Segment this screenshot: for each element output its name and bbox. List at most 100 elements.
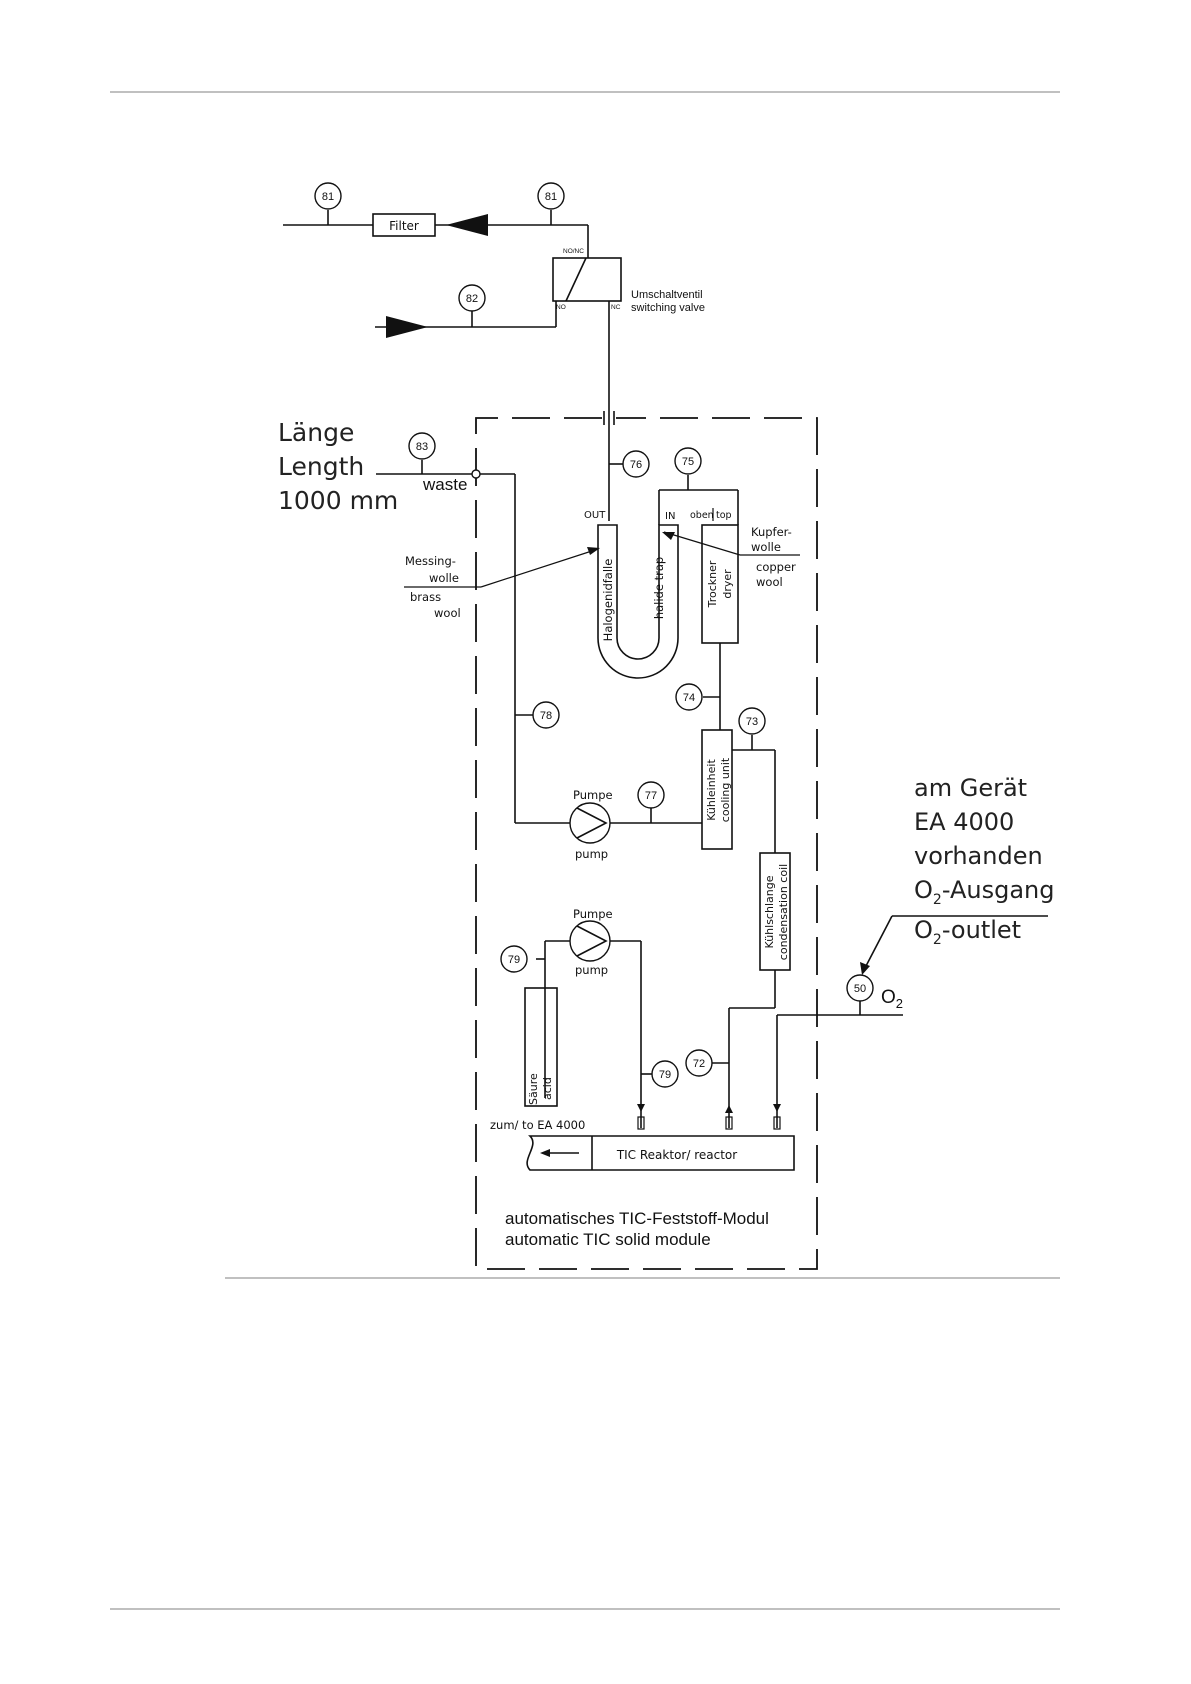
u-tube <box>597 524 679 679</box>
pumpe-label-1: Pumpe <box>573 788 613 802</box>
valve-body <box>552 257 622 302</box>
o2-label: O2 <box>881 987 903 1011</box>
node-marker <box>500 945 528 973</box>
kuehl-label-2: cooling unit <box>719 757 732 822</box>
valve-no-label: NO <box>556 304 566 311</box>
node-marker <box>622 450 650 478</box>
filter-line: Filter <box>283 210 589 258</box>
schlange-label-2: condensation coil <box>777 864 790 960</box>
pump-label-1: pump <box>575 847 608 861</box>
length-label: Length <box>278 452 364 481</box>
junction <box>471 469 481 479</box>
reactor-label: TIC Reaktor/ reactor <box>616 1148 737 1162</box>
node-label: 78 <box>540 710 552 722</box>
o2-outlet-label: O2-outlet <box>914 916 1021 948</box>
node-marker <box>408 432 436 460</box>
oben-label: oben <box>690 510 714 521</box>
pump-upper <box>569 802 611 844</box>
pumpe-label-2: Pumpe <box>573 907 613 921</box>
dryer: Trockner dryer <box>701 524 739 644</box>
pump-lower <box>569 920 611 962</box>
kuehl-label-1: Kühleinheit <box>705 759 718 821</box>
o2-ausgang-label: O2-Ausgang <box>914 876 1054 908</box>
upper-pump-loop: Pumpe pump <box>515 714 702 861</box>
in-label: IN <box>665 511 675 522</box>
node-marker <box>314 182 342 210</box>
copper-label-1: copper <box>756 560 796 574</box>
lower-pump-loop: Pumpe pump Säure acid <box>524 907 652 1130</box>
halide-label: halide trap <box>652 557 666 619</box>
pump-label-2: pump <box>575 963 608 977</box>
mm-label: 1000 mm <box>278 486 398 515</box>
node-label: 81 <box>322 191 334 203</box>
node-marker <box>674 447 702 475</box>
acid-label: acid <box>541 1077 554 1100</box>
saeure-label: Säure <box>527 1073 540 1105</box>
valve-label-de: Umschaltventil <box>631 289 703 301</box>
node-label: 82 <box>466 293 478 305</box>
node-label: 73 <box>746 716 758 728</box>
vorhanden-label: vorhanden <box>914 842 1043 870</box>
node-marker <box>651 1060 679 1088</box>
node-label: 74 <box>683 692 695 704</box>
node-label: 77 <box>645 790 657 802</box>
node-marker <box>458 284 486 312</box>
o2-outlet-callout: am Gerät EA 4000 vorhanden O2-Ausgang O2… <box>860 774 1054 975</box>
am-geraet-label: am Gerät <box>914 774 1027 802</box>
module-label-en: automatic TIC solid module <box>505 1230 711 1249</box>
acid-vessel <box>524 987 558 1107</box>
node-marker <box>675 683 703 711</box>
kupfer-label-2: wolle <box>751 540 781 554</box>
reactor-body <box>526 1135 795 1171</box>
node-marker <box>637 781 665 809</box>
valve-label-en: switching valve <box>631 302 705 314</box>
halide-trap: OUT IN Halogenidfalle halide trap <box>584 510 679 679</box>
out-label: OUT <box>584 510 606 521</box>
reactor-out-arrow <box>540 1149 550 1157</box>
messing-label-1: Messing- <box>405 554 456 568</box>
module-border <box>475 417 818 1270</box>
valve-nonc-label: NO/NC <box>563 248 584 255</box>
o2-inlet: O2 <box>773 987 903 1130</box>
node-label: 81 <box>545 191 557 203</box>
flow-arrow-right <box>386 316 428 338</box>
brass-label-2: wool <box>434 606 461 620</box>
node-marker <box>846 974 874 1002</box>
dryer-label: dryer <box>721 569 734 599</box>
node-markers: 81 81 82 83 76 75 74 73 78 77 79 79 72 5… <box>314 182 874 1088</box>
length-callout: Länge Length 1000 mm <box>278 418 398 515</box>
node-label: 75 <box>682 456 694 468</box>
dryer-feed: oben top <box>658 475 739 525</box>
filter-label: Filter <box>389 219 419 233</box>
node-label: 76 <box>630 459 642 471</box>
copper-wool-callout: Kupfer- wolle copper wool <box>662 525 800 589</box>
kupfer-label-1: Kupfer- <box>751 525 792 539</box>
node-marker <box>537 182 565 210</box>
brass-wool-callout: Messing- wolle brass wool <box>404 547 600 620</box>
flow-arrow-left <box>446 214 488 236</box>
node-marker <box>685 1049 713 1077</box>
cooling-unit: Kühleinheit cooling unit <box>701 729 776 853</box>
inlet-line-82 <box>375 301 557 338</box>
waste-line: waste <box>376 460 516 823</box>
zum-label: zum/ to EA 4000 <box>490 1118 585 1132</box>
schlange-label-1: Kühlschlange <box>763 875 776 948</box>
brass-label-1: brass <box>410 590 441 604</box>
node-label: 50 <box>854 983 866 995</box>
node-marker <box>532 701 560 729</box>
node-label: 83 <box>416 441 428 453</box>
node-label: 72 <box>693 1058 705 1070</box>
node-marker <box>738 707 766 735</box>
tic-reactor: TIC Reaktor/ reactor zum/ to EA 4000 <box>490 1118 795 1171</box>
copper-label-2: wool <box>756 575 783 589</box>
halogen-label: Halogenidfalle <box>601 559 615 642</box>
node-label: 79 <box>659 1069 671 1081</box>
messing-label-2: wolle <box>429 571 459 585</box>
laenge-label: Länge <box>278 418 354 447</box>
switching-valve: NO/NC NO NC Umschaltventil switching val… <box>552 248 705 314</box>
condensation-coil: Kühlschlange condensation coil <box>712 852 791 1130</box>
ea4000-label: EA 4000 <box>914 808 1014 836</box>
waste-label: waste <box>422 475 467 494</box>
top-label: top <box>716 510 732 521</box>
